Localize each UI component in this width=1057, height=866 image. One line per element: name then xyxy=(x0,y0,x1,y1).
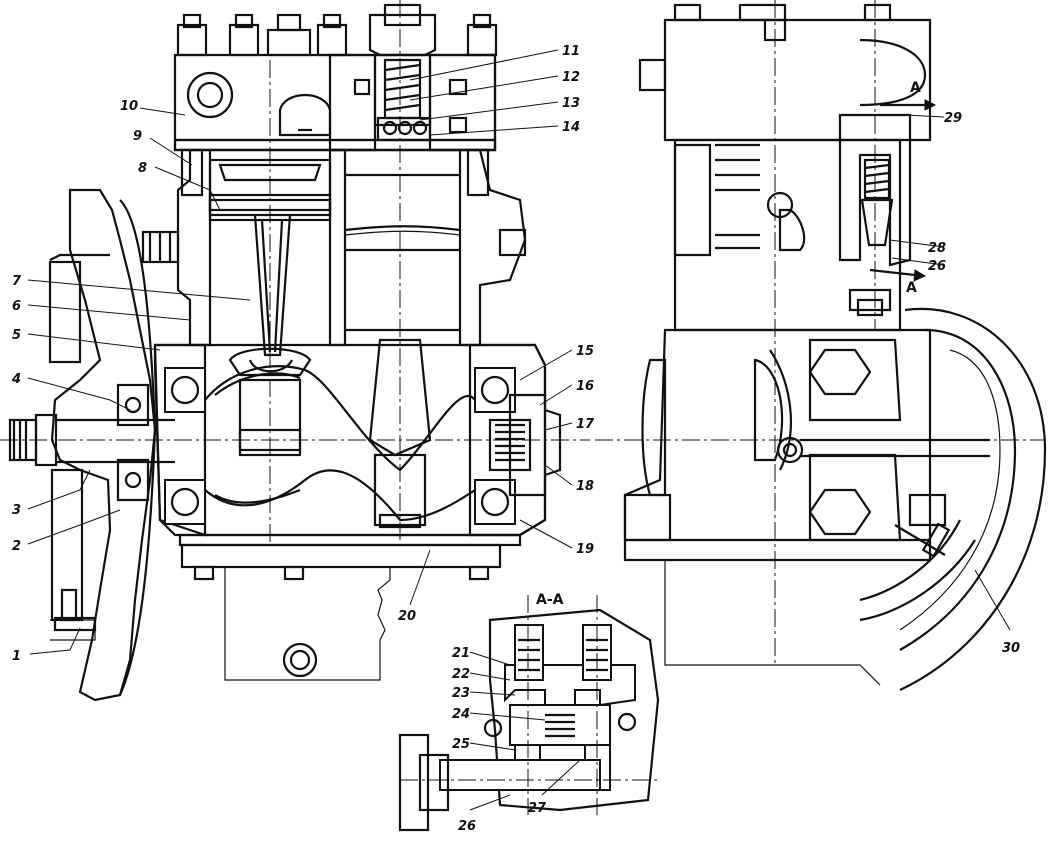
label-5: 5 xyxy=(12,328,21,343)
crankcase xyxy=(153,338,562,537)
label-24: 24 xyxy=(452,707,470,722)
label-10: 10 xyxy=(120,99,138,114)
label-29: 29 xyxy=(944,111,962,126)
label-4: 4 xyxy=(11,372,21,387)
label-30: 30 xyxy=(1002,641,1020,656)
front-bearing xyxy=(116,383,150,502)
right-view xyxy=(595,0,1047,691)
label-19: 19 xyxy=(576,542,594,557)
cylinder-head xyxy=(173,3,498,197)
label-22: 22 xyxy=(452,667,470,682)
section-a-a xyxy=(398,595,660,832)
base-plate xyxy=(178,533,522,681)
section-arrow-a-top: A xyxy=(910,80,921,96)
label-6: 6 xyxy=(12,299,21,314)
label-15: 15 xyxy=(576,344,594,359)
pulley xyxy=(48,188,157,702)
label-17: 17 xyxy=(576,417,595,432)
label-7: 7 xyxy=(12,274,22,289)
label-18: 18 xyxy=(576,479,594,494)
leader-lines xyxy=(27,49,1011,811)
label-1: 1 xyxy=(12,649,21,664)
label-27: 27 xyxy=(528,801,547,816)
section-arrow-a-bottom: A xyxy=(906,280,917,296)
part-labels: 1 2 3 4 5 6 7 8 9 10 11 12 13 14 15 16 1… xyxy=(11,44,1020,834)
label-14: 14 xyxy=(562,120,580,135)
label-9: 9 xyxy=(133,129,142,144)
label-16: 16 xyxy=(576,379,594,394)
label-8: 8 xyxy=(138,161,147,176)
label-2: 2 xyxy=(12,539,21,554)
label-11: 11 xyxy=(562,44,580,59)
label-23: 23 xyxy=(452,686,470,701)
label-20: 20 xyxy=(398,609,416,624)
label-21: 21 xyxy=(452,646,470,661)
label-26: 26 xyxy=(458,819,476,834)
section-title: A-A xyxy=(536,592,564,608)
label-25: 25 xyxy=(452,737,470,752)
label-13: 13 xyxy=(562,96,580,111)
left-view xyxy=(0,0,590,702)
label-26-right: 26 xyxy=(928,259,946,274)
label-12: 12 xyxy=(562,70,580,85)
label-28: 28 xyxy=(928,241,946,256)
label-3: 3 xyxy=(12,503,21,518)
